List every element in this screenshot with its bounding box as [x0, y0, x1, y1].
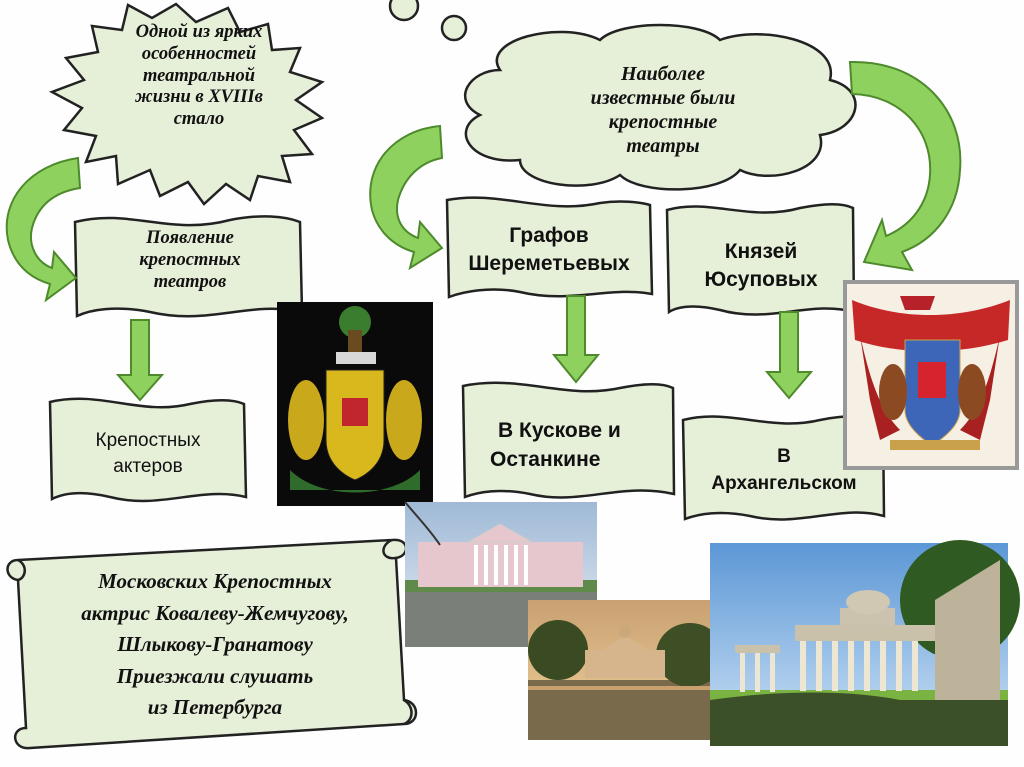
star-burst-shape: [48, 2, 325, 206]
star-burst-text: Одной из ярких особенностей театральной …: [104, 22, 294, 131]
down-arrow-kuskovo: [551, 295, 601, 384]
ostankino-pond-photo: [528, 600, 724, 740]
curved-arrow-left: [5, 156, 82, 303]
box-appearance-text: Появление крепостных театров: [90, 228, 290, 293]
text-line: театры: [626, 135, 700, 157]
text-line: крепостных: [139, 249, 241, 270]
text-line: Шереметьевых: [468, 252, 630, 276]
box-sheremetev-text: Графов Шереметьевых: [447, 222, 651, 279]
down-arrow-arkhangelsk: [764, 311, 814, 400]
curved-arrow-middle: [369, 124, 444, 271]
text-line: Останкине: [490, 448, 601, 472]
text-line: стало: [173, 109, 225, 130]
text-line: Шлыкову-Гранатову: [117, 632, 313, 656]
text-line: В Кускове и: [498, 419, 621, 442]
text-line: Архангельском: [711, 472, 857, 494]
box-actors-text: Крепостных актеров: [52, 428, 244, 479]
coat-of-arms-sheremetev-image: [277, 302, 433, 506]
text-line: известные были: [590, 87, 736, 109]
thought-bubble-dot: [388, 0, 420, 22]
box-arkhangelsk-text: В Архангельском: [684, 444, 884, 497]
cloud-text: Наиболее известные были крепостные театр…: [538, 62, 788, 158]
text-line: актеров: [113, 455, 183, 477]
text-line: Крепостных: [95, 430, 201, 451]
text-line: из Петербурга: [147, 695, 283, 719]
text-line: крепостные: [608, 111, 718, 133]
text-line: актрис Ковалеву-Жемчугову,: [81, 600, 349, 625]
text-line: театров: [153, 271, 227, 292]
text-line: Юсуповых: [704, 268, 818, 292]
scroll-text: Московских Крепостных актрис Ковалеву-Же…: [30, 566, 400, 724]
text-line: жизни в XVIIIв: [135, 87, 263, 108]
box-actors-shape: [48, 397, 248, 503]
text-line: Московских Крепостных: [98, 569, 332, 593]
text-line: Наиболее: [621, 63, 705, 85]
box-kuskovo-text: В Кускове и Останкине: [478, 416, 674, 475]
text-line: особенностей: [141, 43, 257, 64]
cloud-shape: [464, 23, 857, 191]
down-arrow-actors: [115, 319, 165, 402]
box-sheremetev-shape: [445, 196, 654, 299]
text-line: Появление: [146, 228, 234, 248]
text-line: Князей: [724, 240, 798, 263]
box-kuskovo-shape: [461, 381, 676, 499]
text-line: Графов: [509, 224, 589, 247]
coat-of-arms-yusupov-image: [843, 280, 1019, 470]
thought-bubble-dot: [440, 14, 468, 42]
text-line: театральной: [142, 65, 255, 86]
box-yusupov-text: Князей Юсуповых: [668, 238, 854, 295]
curved-arrow-right: [848, 60, 962, 272]
text-line: В: [777, 446, 791, 467]
text-line: Приезжали слушать: [116, 663, 314, 688]
arkhangelskoe-colonnade-photo: [710, 540, 1020, 746]
text-line: Одной из ярких: [135, 22, 263, 42]
